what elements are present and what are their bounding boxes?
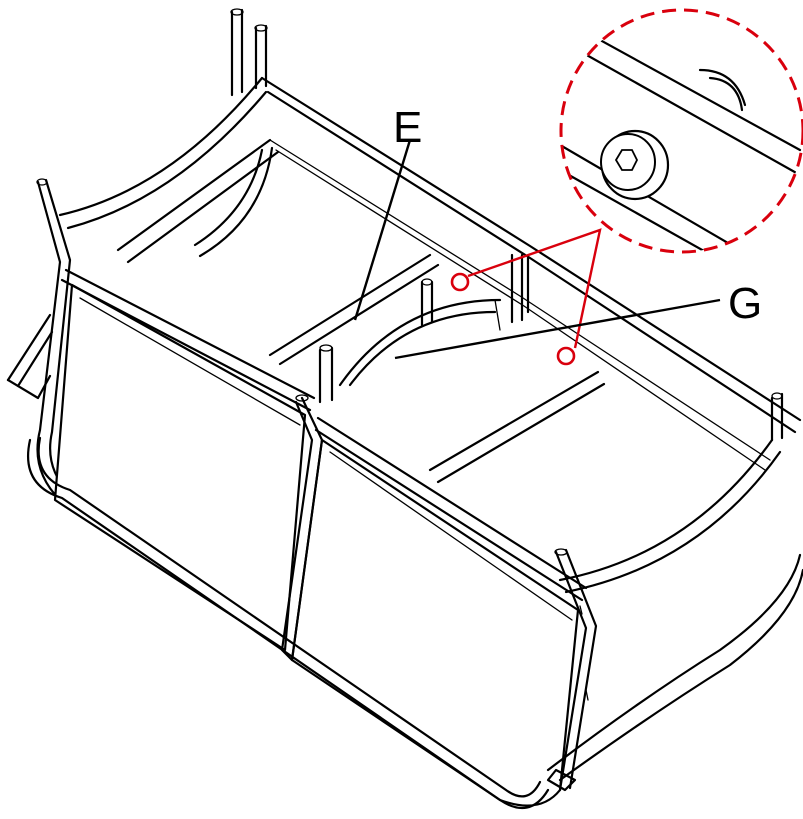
front-right-panel	[290, 416, 588, 807]
callout-e-leader	[353, 139, 412, 321]
front-frame	[26, 394, 803, 810]
rear-frame	[58, 8, 802, 471]
callout-e-label: E	[393, 103, 422, 152]
callout-g-leader	[394, 298, 721, 360]
floor-frame	[116, 138, 784, 594]
detail-leader-lines	[467, 228, 602, 349]
callout-g-label: G	[728, 279, 762, 328]
detail-bubble	[559, 8, 803, 254]
front-left-panel	[53, 268, 316, 652]
bolt-marker-1	[450, 272, 470, 292]
detail-circle	[559, 8, 803, 254]
bolt-marker-2	[556, 346, 576, 366]
callout-e: E	[353, 103, 422, 321]
callout-g: G	[394, 279, 762, 360]
hex-socket-bolt-icon	[600, 129, 670, 201]
detail-highlight	[450, 228, 602, 366]
